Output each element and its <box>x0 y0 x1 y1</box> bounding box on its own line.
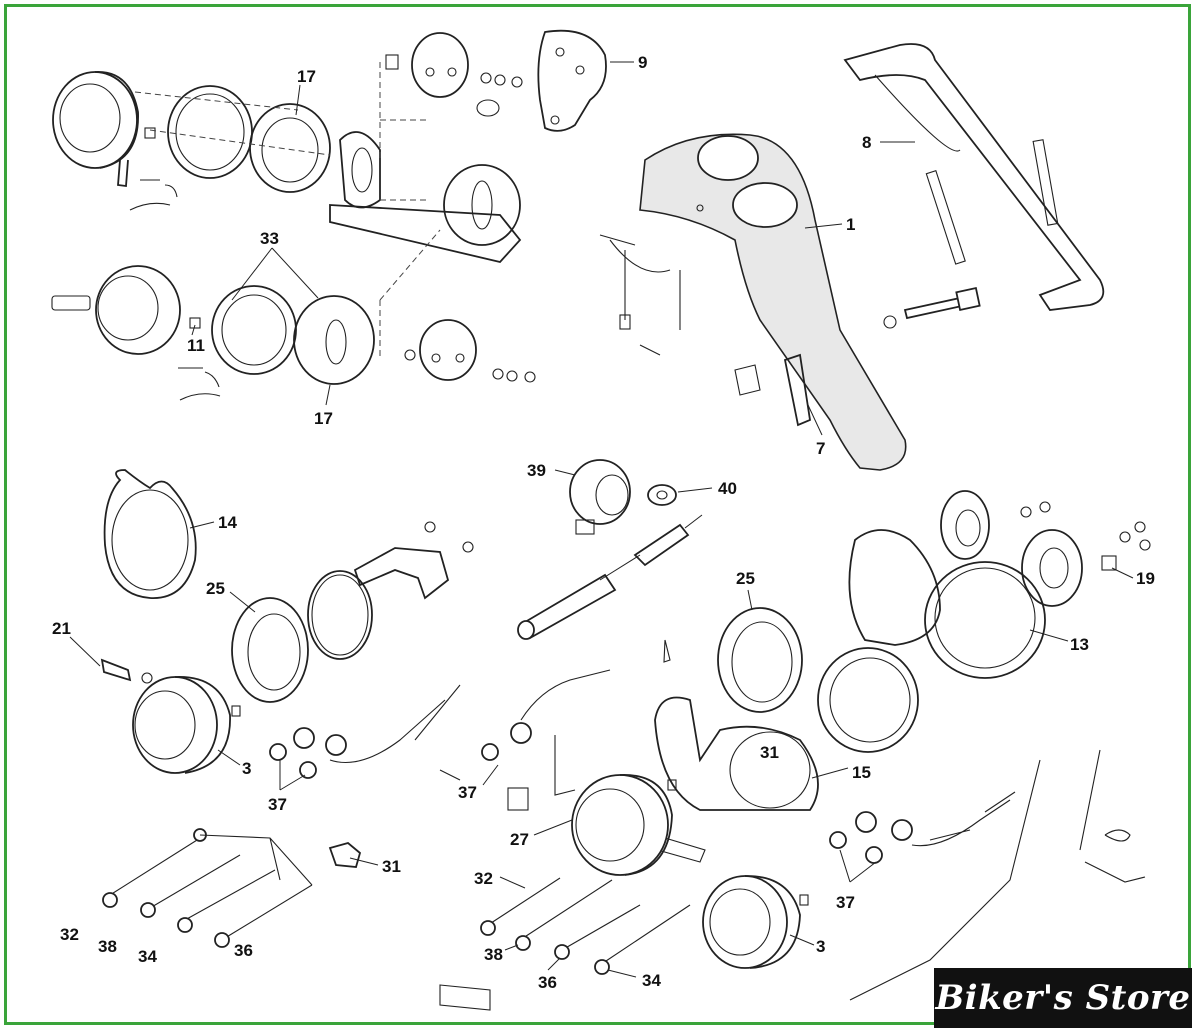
callout-27: 27 <box>510 830 529 849</box>
bracket-plate <box>537 29 607 132</box>
callout-34-right: 34 <box>642 971 661 990</box>
diagram-frame <box>4 4 1191 1025</box>
callout-34-left: 34 <box>138 947 157 966</box>
callout-38-right: 38 <box>484 945 503 964</box>
callout-19: 19 <box>1136 569 1155 588</box>
callout-31-left: 31 <box>382 857 401 876</box>
callout-32-left: 32 <box>60 925 79 944</box>
callout-36-left: 36 <box>234 941 253 960</box>
callout-38-left: 38 <box>98 937 117 956</box>
callout-3-right: 3 <box>816 937 825 956</box>
callout-1: 1 <box>846 215 855 234</box>
callout-40: 40 <box>718 479 737 498</box>
callout-25-left: 25 <box>206 579 225 598</box>
upper-gauge-assembly <box>52 32 523 263</box>
mounting-bolt <box>883 287 981 329</box>
left-gauge-group <box>100 469 474 781</box>
console-strap <box>843 43 1105 311</box>
cup-housings <box>848 490 1151 679</box>
callout-7: 7 <box>816 439 825 458</box>
callout-21: 21 <box>52 619 71 638</box>
dash-console <box>599 133 907 471</box>
callout-37-middle: 37 <box>458 783 477 802</box>
callout-3-left: 3 <box>242 759 251 778</box>
callout-37-left: 37 <box>268 795 287 814</box>
brand-logo: Biker's Store <box>934 968 1192 1028</box>
callout-25-right: 25 <box>736 569 755 588</box>
callout-17-top: 17 <box>297 67 316 86</box>
callout-32-right: 32 <box>474 869 493 888</box>
callout-15: 15 <box>852 763 871 782</box>
callout-37-right: 37 <box>836 893 855 912</box>
callout-9: 9 <box>638 53 647 72</box>
bulb-sockets-right <box>829 749 1146 1001</box>
callout-31-right: 31 <box>760 743 779 762</box>
dual-gauge-group <box>439 607 919 1011</box>
callout-33: 33 <box>260 229 279 248</box>
callout-14: 14 <box>218 513 237 532</box>
lower-gauge-assembly <box>51 199 536 401</box>
callout-39: 39 <box>527 461 546 480</box>
callout-numbers: 17 9 8 1 33 11 17 7 39 40 14 25 21 3 37 … <box>52 53 1155 992</box>
callout-13: 13 <box>1070 635 1089 654</box>
callout-17-bottom: 17 <box>314 409 333 428</box>
leader-lines <box>69 61 1134 978</box>
sensor-and-cable <box>517 459 703 640</box>
callout-8: 8 <box>862 133 871 152</box>
bulb-sockets-left <box>102 828 362 948</box>
callout-11: 11 <box>187 336 205 355</box>
callout-36-right: 36 <box>538 973 557 992</box>
